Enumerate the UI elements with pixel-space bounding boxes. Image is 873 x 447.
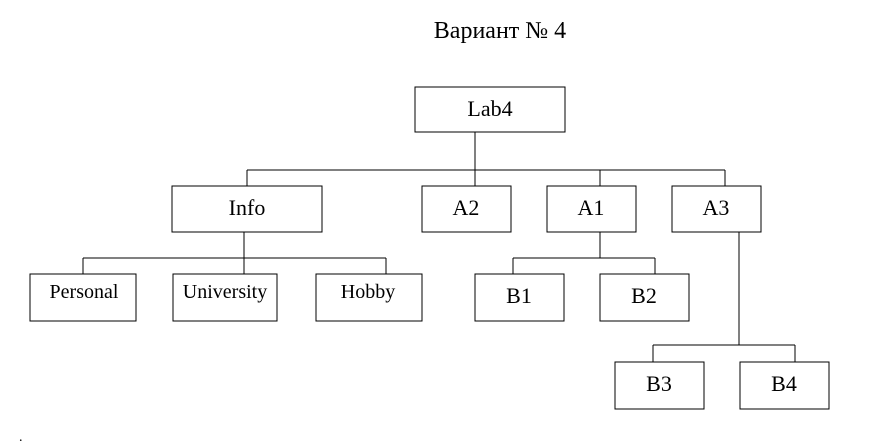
connectors bbox=[82, 132, 796, 362]
node-hobby: Hobby bbox=[315, 273, 423, 322]
node-personal: Personal bbox=[29, 273, 137, 322]
node-b3: B3 bbox=[614, 361, 705, 410]
node-a1: A1 bbox=[546, 185, 637, 233]
node-b2-label: B2 bbox=[631, 283, 657, 308]
node-lab4: Lab4 bbox=[414, 86, 566, 133]
node-b1: B1 bbox=[474, 273, 565, 322]
node-b2: B2 bbox=[599, 273, 690, 322]
node-b4: B4 bbox=[739, 361, 830, 410]
stray-dot: . bbox=[19, 430, 23, 445]
node-info: Info bbox=[171, 185, 323, 233]
node-personal-label: Personal bbox=[50, 281, 119, 303]
node-a1-label: A1 bbox=[578, 195, 605, 220]
diagram-title: Вариант № 4 bbox=[433, 18, 567, 44]
node-university-label: University bbox=[183, 281, 267, 303]
node-info-label: Info bbox=[229, 195, 266, 220]
node-a3: A3 bbox=[671, 185, 762, 233]
node-university: University bbox=[172, 273, 278, 322]
node-a2-label: A2 bbox=[453, 195, 480, 220]
node-hobby-label: Hobby bbox=[341, 281, 395, 303]
node-b4-label: B4 bbox=[771, 371, 797, 396]
node-a3-label: A3 bbox=[703, 195, 730, 220]
node-b3-label: B3 bbox=[646, 371, 672, 396]
node-b1-label: B1 bbox=[506, 283, 532, 308]
node-lab4-label: Lab4 bbox=[467, 96, 512, 121]
node-a2: A2 bbox=[421, 185, 512, 233]
